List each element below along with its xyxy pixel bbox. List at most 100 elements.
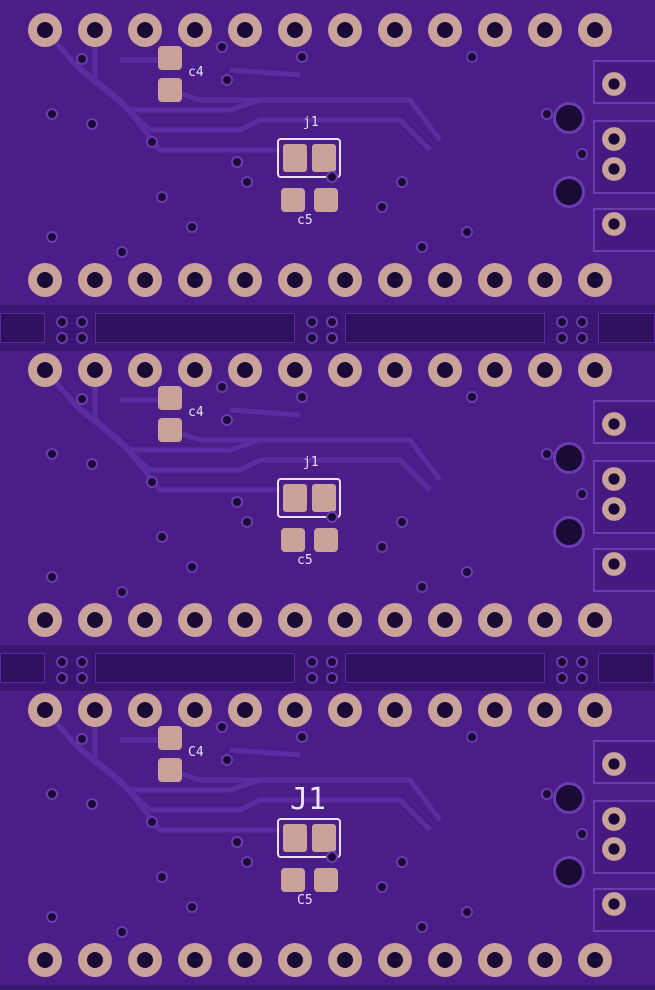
mousebite-hole-bottom-2	[76, 332, 88, 344]
via-10	[296, 391, 308, 403]
header-pin-bottom-2	[78, 603, 112, 637]
header-pin-top-5	[228, 13, 262, 47]
edge-connector-2	[593, 460, 655, 534]
via-20	[116, 586, 128, 598]
via-11	[326, 851, 338, 863]
via-5	[156, 531, 168, 543]
header-pin-top-3	[128, 353, 162, 387]
j1-label: j1	[303, 115, 319, 130]
header-pin-bottom-6	[278, 603, 312, 637]
edge-pad-1	[602, 752, 626, 776]
via-9	[241, 176, 253, 188]
mousebite-hole-top-6	[576, 656, 588, 668]
via-10	[296, 731, 308, 743]
mousebite-hole-top-4	[326, 656, 338, 668]
via-3	[86, 118, 98, 130]
mousebite-hole-bottom-2	[76, 672, 88, 684]
header-pin-bottom-9	[428, 603, 462, 637]
via-4	[146, 476, 158, 488]
header-pin-top-7	[328, 13, 362, 47]
mousebite-hole-bottom-3	[306, 332, 318, 344]
header-pin-top-7	[328, 693, 362, 727]
header-pin-bottom-12	[578, 943, 612, 977]
edge-pad-3	[602, 497, 626, 521]
header-pin-top-6	[278, 353, 312, 387]
header-pin-bottom-2	[78, 263, 112, 297]
c4-label: c4	[188, 405, 204, 420]
via-6	[186, 561, 198, 573]
header-pin-top-4	[178, 353, 212, 387]
header-pin-bottom-11	[528, 603, 562, 637]
header-pin-bottom-3	[128, 603, 162, 637]
via-13	[396, 856, 408, 868]
mounting-hole-2	[553, 176, 585, 208]
rail-slot-2	[95, 313, 295, 343]
header-pin-bottom-1	[28, 603, 62, 637]
header-pin-bottom-7	[328, 943, 362, 977]
via-12	[376, 541, 388, 553]
via-14	[416, 921, 428, 933]
header-pin-top-10	[478, 13, 512, 47]
mousebite-hole-top-5	[556, 316, 568, 328]
header-pin-bottom-3	[128, 263, 162, 297]
via-9	[241, 856, 253, 868]
header-pin-top-4	[178, 693, 212, 727]
header-pin-bottom-11	[528, 263, 562, 297]
rail-slot-4	[598, 653, 655, 683]
c5-label: C5	[297, 893, 313, 908]
header-pin-bottom-10	[478, 603, 512, 637]
via-4	[146, 136, 158, 148]
header-pin-top-11	[528, 353, 562, 387]
c5-pad-1	[281, 868, 305, 892]
header-pin-top-12	[578, 693, 612, 727]
header-pin-bottom-11	[528, 943, 562, 977]
j1-outline	[277, 818, 341, 858]
via-1	[46, 788, 58, 800]
j1-pad-2	[312, 824, 336, 852]
via-14	[416, 241, 428, 253]
c4-pad-2	[158, 418, 182, 442]
edge-pad-4	[602, 892, 626, 916]
via-6	[186, 901, 198, 913]
c4-pad-1	[158, 726, 182, 750]
header-pin-top-2	[78, 693, 112, 727]
header-pin-top-3	[128, 13, 162, 47]
header-pin-top-6	[278, 693, 312, 727]
via-8	[231, 156, 243, 168]
copper-traces	[43, 28, 442, 153]
header-pin-top-1	[28, 13, 62, 47]
c4-label: C4	[188, 745, 204, 760]
edge-pad-3	[602, 157, 626, 181]
j1-label: J1	[290, 782, 327, 817]
via-21	[221, 74, 233, 86]
via-16	[466, 51, 478, 63]
via-11	[326, 511, 338, 523]
mousebite-hole-bottom-5	[556, 332, 568, 344]
header-pin-top-8	[378, 13, 412, 47]
via-12	[376, 881, 388, 893]
rail-slot-3	[345, 653, 545, 683]
mousebite-hole-top-5	[556, 656, 568, 668]
via-1	[46, 108, 58, 120]
j1-outline	[277, 478, 341, 518]
header-pin-bottom-4	[178, 943, 212, 977]
mousebite-hole-top-3	[306, 316, 318, 328]
edge-pad-2	[602, 807, 626, 831]
via-19	[46, 571, 58, 583]
via-7	[216, 721, 228, 733]
via-3	[86, 798, 98, 810]
header-pin-top-5	[228, 353, 262, 387]
header-pin-top-9	[428, 693, 462, 727]
c5-pad-2	[314, 188, 338, 212]
header-pin-top-1	[28, 693, 62, 727]
via-7	[216, 381, 228, 393]
edge-connector-2	[593, 120, 655, 194]
via-5	[156, 871, 168, 883]
via-16	[466, 731, 478, 743]
via-8	[231, 836, 243, 848]
c4-label: c4	[188, 65, 204, 80]
header-pin-top-12	[578, 353, 612, 387]
j1-outline	[277, 138, 341, 178]
via-17	[541, 788, 553, 800]
header-pin-top-4	[178, 13, 212, 47]
